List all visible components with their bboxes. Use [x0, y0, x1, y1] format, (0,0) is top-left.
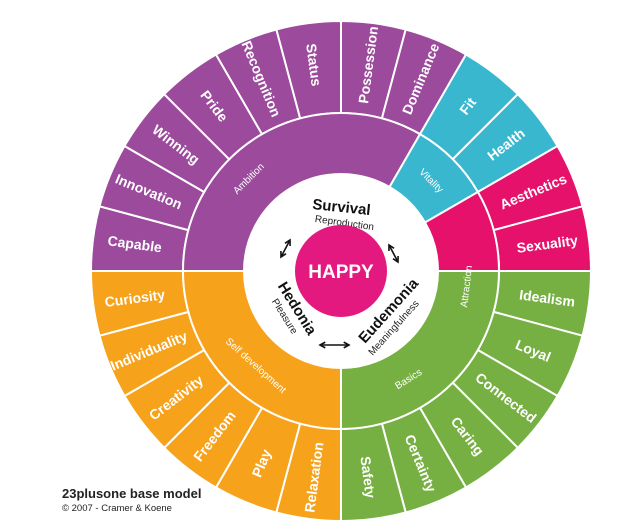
- arrow-hedonia-eudemonia-icon: [318, 341, 351, 349]
- model-title: 23plusone base model: [62, 486, 202, 501]
- need-label-status: Status: [303, 43, 324, 88]
- happy-center-label: HAPPY: [308, 262, 374, 283]
- arrow-hedonia-survival-icon: [280, 238, 291, 259]
- need-label-capable: Capable: [107, 232, 163, 255]
- cycle-arrows: [280, 238, 399, 349]
- copyright-notice: © 2007 - Cramer & Koene: [62, 503, 172, 514]
- arrow-survival-eudemonia-icon: [388, 243, 399, 264]
- survival-title: Survival: [312, 196, 372, 219]
- category-label-attraction: Attraction: [459, 265, 475, 308]
- happy-center-circle: [295, 225, 387, 317]
- need-label-sexuality: Sexuality: [516, 232, 579, 256]
- need-label-safety: Safety: [357, 455, 378, 499]
- need-label-idealism: Idealism: [518, 287, 576, 310]
- need-label-curiosity: Curiosity: [104, 286, 166, 310]
